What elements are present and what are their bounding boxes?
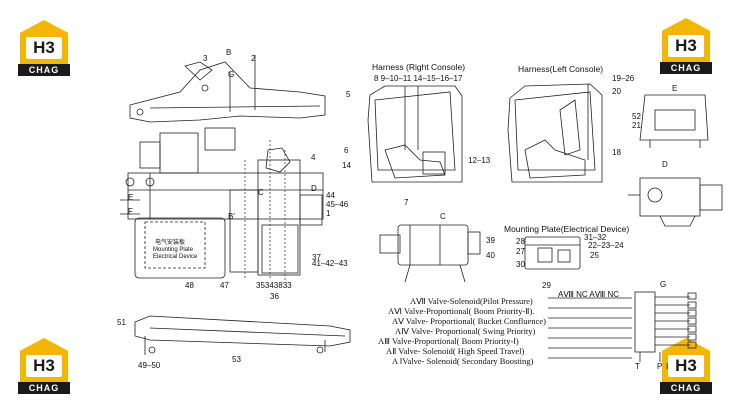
part-label-53: 53 — [232, 355, 241, 364]
mounting-plate-title: Mounting Plate(Electrical Device) — [504, 224, 630, 234]
part-labels-19-26: 19–26 — [612, 74, 635, 83]
part-label-14: 14 — [342, 161, 351, 170]
part-labels-31-32: 31–32 — [584, 233, 607, 242]
part-label-5: 5 — [346, 90, 351, 99]
electrical-device-label: Electrical Device — [153, 254, 198, 260]
view-label-g: G — [228, 70, 235, 79]
legend-item-a3: AⅢ Valve-Proportional( Boom Priority-Ⅰ) — [378, 336, 519, 346]
view-label-f: F — [128, 207, 133, 216]
view-d-drawing — [628, 177, 723, 227]
part-labels-8-17: 8 9–10–11 14–15–16–17 — [374, 74, 463, 83]
h3-logo-bottom-left: H3 CHAG — [16, 338, 72, 394]
valve-panel-g-drawing — [634, 291, 697, 362]
view-label-b-prime: B' — [228, 212, 235, 221]
legend-item-a5: AⅤ Valve- Proportional( Bucket Confluenc… — [392, 316, 546, 326]
view-label-d-right: D — [662, 160, 668, 169]
part-label-40: 40 — [486, 251, 495, 260]
port-label-t: T — [635, 362, 640, 371]
part-label-29: 29 — [542, 281, 551, 290]
legend-leader-lines — [548, 297, 632, 359]
engine-view-c-drawing — [379, 224, 481, 283]
cab-right-console-drawing — [367, 85, 463, 183]
part-label-25: 25 — [590, 251, 599, 260]
h3-logo-top-left: H3 CHAG — [16, 20, 72, 76]
part-label-2: 2 — [251, 54, 256, 63]
h3-logo-top-right: H3 CHAG — [658, 18, 714, 74]
legend-item-a4: AⅣ Valve- Proportional( Swing Priority) — [395, 326, 536, 336]
part-labels-49-50: 49–50 — [138, 361, 161, 370]
part-labels-12-13: 12–13 — [468, 156, 491, 165]
part-label-52: 52 — [632, 112, 641, 121]
logo-mark: H3 — [26, 37, 62, 59]
view-label-c-engine: C — [440, 212, 446, 221]
view-label-d-mid: D — [311, 184, 317, 193]
logo-brand: CHAG — [660, 382, 712, 394]
part-label-20: 20 — [612, 87, 621, 96]
left-console-harness-title: Harness(Left Console) — [518, 64, 604, 74]
view-label-e-left: E — [128, 193, 134, 202]
part-label-28: 28 — [516, 237, 525, 246]
boom-drawing — [129, 55, 326, 123]
port-label-p: P — [657, 362, 663, 371]
part-label-51: 51 — [117, 318, 126, 327]
part-label-18: 18 — [612, 148, 621, 157]
part-label-3: 3 — [203, 54, 208, 63]
part-labels-22-24: 22–23–24 — [588, 241, 624, 250]
legend-item-a1: A ⅠValve- Solenoid( Secondary Boosting) — [392, 356, 534, 366]
part-label-1: 1 — [326, 209, 331, 218]
view-label-g-panel: G — [660, 280, 667, 289]
legend-item-a6: AⅥ Valve-Proportional( Boom Priority-Ⅱ). — [388, 306, 535, 316]
part-labels-35-33: 35343833 — [256, 281, 292, 290]
view-e-drawing — [639, 94, 709, 148]
legend-item-a7: AⅦ Valve-Solenoid(Pilot Pressure) — [410, 296, 533, 306]
view-label-e-top: E — [672, 84, 678, 93]
mounting-plate-drawing — [524, 236, 581, 270]
legend-item-a2: AⅡ Valve- Solenoid( High Speed Travel) — [386, 346, 525, 356]
logo-brand: CHAG — [18, 382, 70, 394]
arm-drawing — [134, 315, 351, 355]
mounting-plate-chinese-label: 电气安装板 — [155, 240, 186, 246]
part-labels-45-46: 45–46 — [326, 200, 349, 209]
part-label-47: 47 — [220, 281, 229, 290]
part-label-48: 48 — [185, 281, 194, 290]
port-label-i: I — [666, 362, 669, 371]
part-label-27: 27 — [516, 247, 525, 256]
part-labels-41-43: 41–42–43 — [312, 259, 348, 268]
part-label-36: 36 — [270, 292, 279, 301]
logo-brand: CHAG — [18, 64, 70, 76]
part-label-21: 21 — [632, 121, 641, 130]
upper-frame-drawing — [120, 127, 324, 282]
logo-mark: H3 — [668, 355, 704, 377]
part-label-39: 39 — [486, 236, 495, 245]
logo-mark: H3 — [668, 35, 704, 57]
part-label-6: 6 — [344, 146, 349, 155]
h3-logo-bottom-right: H3 CHAG — [658, 338, 714, 394]
part-label-44: 44 — [326, 191, 335, 200]
part-label-4: 4 — [311, 153, 316, 162]
nc-port-labels: AⅧ NC AⅧ NC — [558, 290, 620, 299]
part-label-30: 30 — [516, 260, 525, 269]
logo-mark: H3 — [26, 355, 62, 377]
logo-brand: CHAG — [660, 62, 712, 74]
mounting-plate-label: Mounting Plate — [153, 247, 194, 253]
part-label-37: 37 — [312, 253, 321, 262]
view-label-b: B — [226, 48, 232, 57]
view-label-c-mid: C — [258, 188, 264, 197]
part-label-7: 7 — [404, 198, 409, 207]
cab-left-console-drawing — [507, 83, 603, 183]
right-console-harness-title: Harness (Right Console) — [372, 62, 466, 72]
